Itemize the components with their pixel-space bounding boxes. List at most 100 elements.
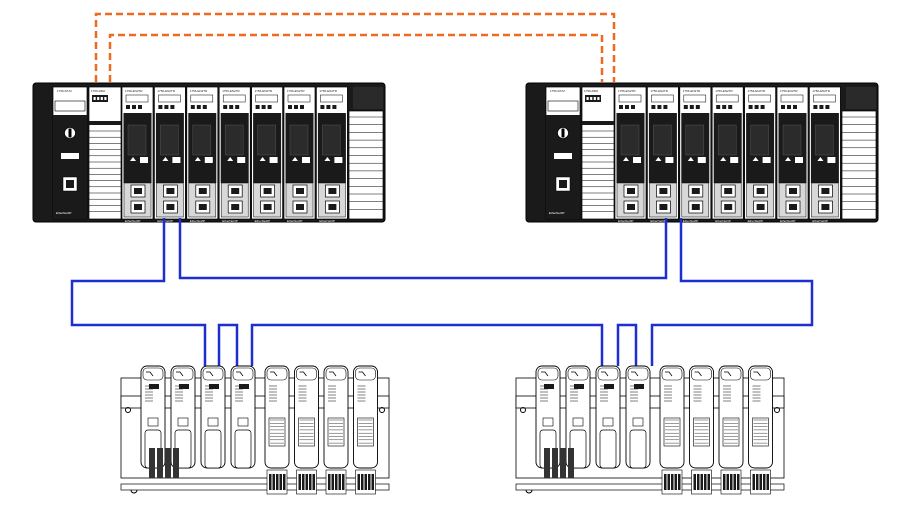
module-latch <box>815 124 834 156</box>
connector-pin <box>312 474 315 490</box>
cable-loop-right <box>650 218 814 366</box>
connector-pin <box>364 474 367 490</box>
adapter-ethernet-port <box>602 417 614 427</box>
redundancy-fiber-links <box>94 12 616 82</box>
module-led <box>748 105 753 109</box>
module-led <box>787 105 791 109</box>
module-led <box>190 105 195 109</box>
usb-icon <box>269 157 278 163</box>
redundancy-module-label: 1756-RM2 <box>91 89 105 93</box>
connector-pin <box>756 474 759 490</box>
io-latch-icon <box>299 371 307 377</box>
module-display <box>222 94 246 103</box>
module-display <box>320 94 343 103</box>
warning-icon <box>785 157 791 161</box>
ethernet-port-2-jack <box>263 204 272 210</box>
module-latch <box>127 124 147 156</box>
ethernet-port-2-jack <box>659 204 668 210</box>
adapter-terminal-block <box>629 429 647 469</box>
module-led <box>255 105 260 109</box>
ethernet-port-2-jack <box>627 204 635 210</box>
warning-icon <box>720 157 727 161</box>
io-terminal-block <box>693 417 710 447</box>
module-display <box>715 94 739 103</box>
module-label: 1756-EN2TR <box>683 89 701 93</box>
io-terminal-block <box>268 417 286 447</box>
rm-display-digit <box>586 97 589 100</box>
module-led <box>728 105 733 109</box>
connector-pin <box>302 474 305 490</box>
cable-right-loop <box>250 323 604 366</box>
io-terminal-block <box>722 417 740 447</box>
ethernet-port-2-jack <box>328 204 337 210</box>
psu-status-leds <box>61 153 79 159</box>
warning-icon <box>687 157 694 161</box>
io-latch-icon <box>541 371 549 377</box>
io-adapter-module <box>170 365 196 469</box>
warning-icon <box>655 157 662 161</box>
ethernet-port-2-jack <box>231 204 240 210</box>
module-label: 1756-EN2TR <box>125 89 143 93</box>
io-latch-icon <box>631 371 639 377</box>
psu-footer-label: EtherNet/IP <box>549 211 565 215</box>
module-led <box>235 105 240 109</box>
module-label: 1756-EN2TR <box>715 89 733 93</box>
connector-pin <box>335 474 338 490</box>
module-led <box>170 105 175 109</box>
ethernet-port-1-jack <box>263 188 272 194</box>
module-latch <box>620 124 640 156</box>
terminal-strip <box>552 448 558 478</box>
module-led <box>138 105 142 109</box>
ethernet-port-1-jack <box>328 188 337 194</box>
module-led <box>625 105 629 109</box>
ethernet-port-1-jack <box>724 188 733 194</box>
io-latch-icon <box>176 371 184 377</box>
connector-pin <box>678 474 681 490</box>
connector-pin <box>305 474 308 490</box>
connector-pin <box>697 474 700 490</box>
module-display <box>190 94 214 103</box>
ethernet-port-2-jack <box>724 204 733 210</box>
terminal-strip <box>560 448 566 478</box>
blank-slot-filler <box>348 110 384 220</box>
module-led <box>320 105 325 109</box>
module-footer-label: EtherNet/IP <box>618 219 634 223</box>
module-display <box>287 94 311 103</box>
io-module <box>264 365 290 495</box>
module-footer-label: EtherNet/IP <box>812 219 828 223</box>
module-latch <box>653 124 672 156</box>
module-led <box>300 105 304 109</box>
connector-pin <box>766 474 769 490</box>
ethernet-port-1-jack <box>134 188 142 194</box>
ethernet-port-1-jack <box>789 188 797 194</box>
module-led <box>126 105 130 109</box>
io-module-body <box>659 365 685 469</box>
module-footer-label: EtherNet/IP <box>683 219 699 223</box>
rack-bottom-rail <box>120 483 390 491</box>
module-display <box>125 94 149 103</box>
ethernet-port-2-jack <box>821 204 830 210</box>
connector-pin <box>667 474 670 490</box>
adapter-terminal-block <box>234 429 252 469</box>
connector-pin <box>693 474 696 490</box>
adapter-display <box>574 384 584 389</box>
module-label: 1756-EN2TR <box>319 89 337 93</box>
connector-pin <box>269 474 272 490</box>
module-led <box>683 105 688 109</box>
io-module-top <box>202 367 224 381</box>
ethernet-port-2-jack <box>166 204 175 210</box>
module-led <box>722 105 727 109</box>
ethernet-port-1-jack <box>821 188 830 194</box>
usb-icon <box>237 157 246 163</box>
redundancy-module: 1756-RM2 <box>88 86 122 220</box>
chassis-end-cap <box>846 87 876 109</box>
ethernet-port-2-jack <box>789 204 797 210</box>
usb-icon <box>827 157 836 163</box>
terminal-strip <box>544 448 550 478</box>
